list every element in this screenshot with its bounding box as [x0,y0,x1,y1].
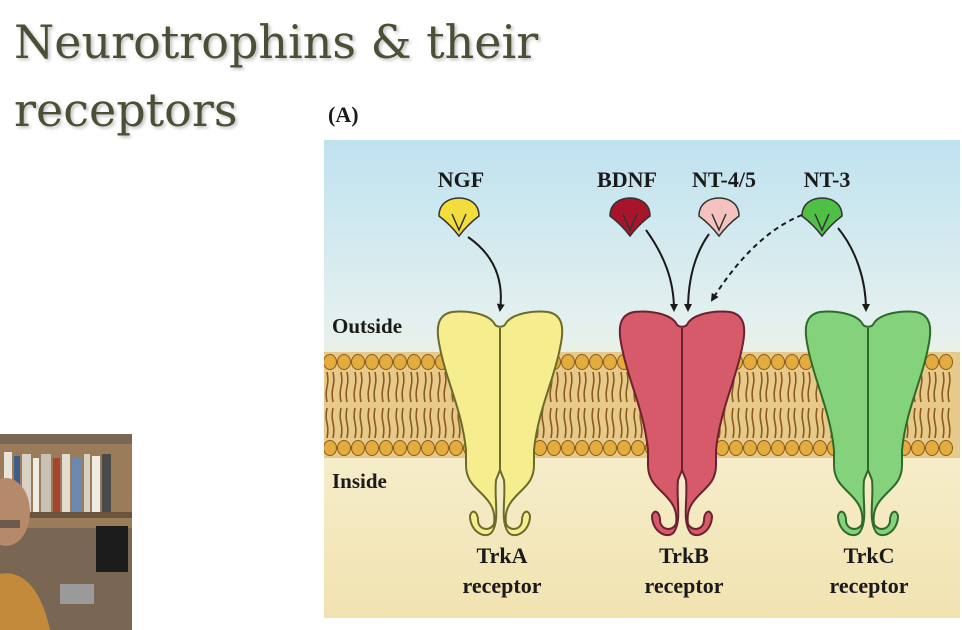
ligand-label-nt45: NT-4/5 [692,167,756,192]
arrow-nt3-to-trkb-dashed [710,214,803,302]
ligand-nt45 [698,197,740,238]
ligand-label-ngf: NGF [438,167,484,192]
presenter-head [0,478,30,546]
receptor-trkc [804,310,932,537]
receptor-trka [436,310,564,537]
neurotrophin-receptor-diagram: Outside Inside NGF BDNF NT-4/5 NT-3 [324,140,960,618]
ligand-ngf [438,197,480,238]
receptor-label-trkb: TrkB [659,543,709,568]
slide-title-line1: Neurotrophins & their [14,15,539,69]
inside-label: Inside [332,469,387,493]
ligand-bdnf [609,197,651,238]
slide-title-line2: receptors [14,83,238,137]
arrow-nt3-to-trkc [837,227,870,312]
outside-label: Outside [332,314,402,338]
receptor-label-trka: TrkA [477,543,528,568]
slide-title: Neurotrophins & their receptors [14,8,538,144]
panel-label: (A) [328,102,359,127]
receptor-sublabel-trka: receptor [463,573,542,598]
arrow-bdnf-to-trkb [645,229,678,312]
presenter-webcam-video [0,434,132,630]
arrow-nt45-to-trkb [684,233,710,312]
ligand-nt3 [801,197,843,238]
monitor [96,526,128,572]
ligand-label-bdnf: BDNF [597,167,657,192]
arrow-ngf-to-trka [467,236,505,312]
receptor-sublabel-trkc: receptor [830,573,909,598]
presenter-shirt [0,573,50,630]
receptor-label-trkc: TrkC [844,543,895,568]
ligand-label-nt3: NT-3 [804,167,851,192]
receptor-trkb [618,310,746,537]
receptor-sublabel-trkb: receptor [645,573,724,598]
